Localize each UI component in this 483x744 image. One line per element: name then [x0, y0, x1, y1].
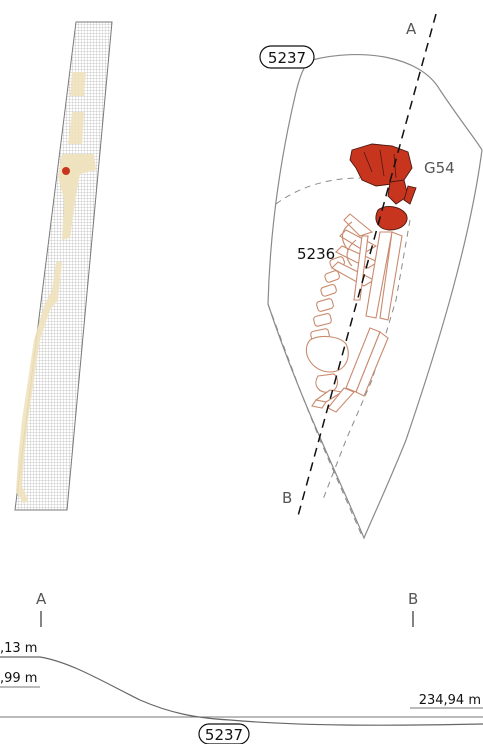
feature-5237-badge — [259, 45, 315, 69]
grave-plan — [267, 13, 483, 540]
inner-cut-dashed-left — [267, 303, 363, 537]
profile-label-a: A — [36, 590, 47, 608]
trench-feature-upper — [70, 72, 86, 96]
elevation-right: 234,94 m — [419, 693, 481, 708]
section-label-a: A — [406, 20, 417, 38]
elevation-upper-left: ,13 m — [0, 641, 37, 656]
profile-section: A B ,13 m ,99 m 234,94 m 5237 — [0, 590, 483, 744]
trench-feature-channel — [16, 262, 62, 504]
trench-feature-main — [58, 154, 96, 240]
find-g54 — [349, 143, 417, 231]
profile-label-b: B — [408, 590, 418, 608]
feature-5237-label: 5237 — [268, 49, 306, 67]
elevation-lower-left: ,99 m — [0, 671, 37, 686]
inner-fill-dashed — [275, 177, 361, 205]
section-line-a-b — [297, 13, 437, 517]
ground-profile — [0, 656, 483, 726]
trench-feature-mid — [68, 112, 84, 144]
trench-overview — [14, 21, 113, 511]
feature-5236-label: 5236 — [297, 245, 335, 263]
profile-feature-badge — [198, 723, 250, 744]
find-g54-label: G54 — [424, 159, 455, 177]
profile-feature-label: 5237 — [205, 726, 243, 744]
skeleton-5236 — [305, 213, 403, 413]
trench-grid — [14, 21, 113, 511]
section-label-b: B — [282, 489, 292, 507]
find-location-marker — [62, 167, 70, 175]
cut-5237-outline — [267, 53, 483, 540]
